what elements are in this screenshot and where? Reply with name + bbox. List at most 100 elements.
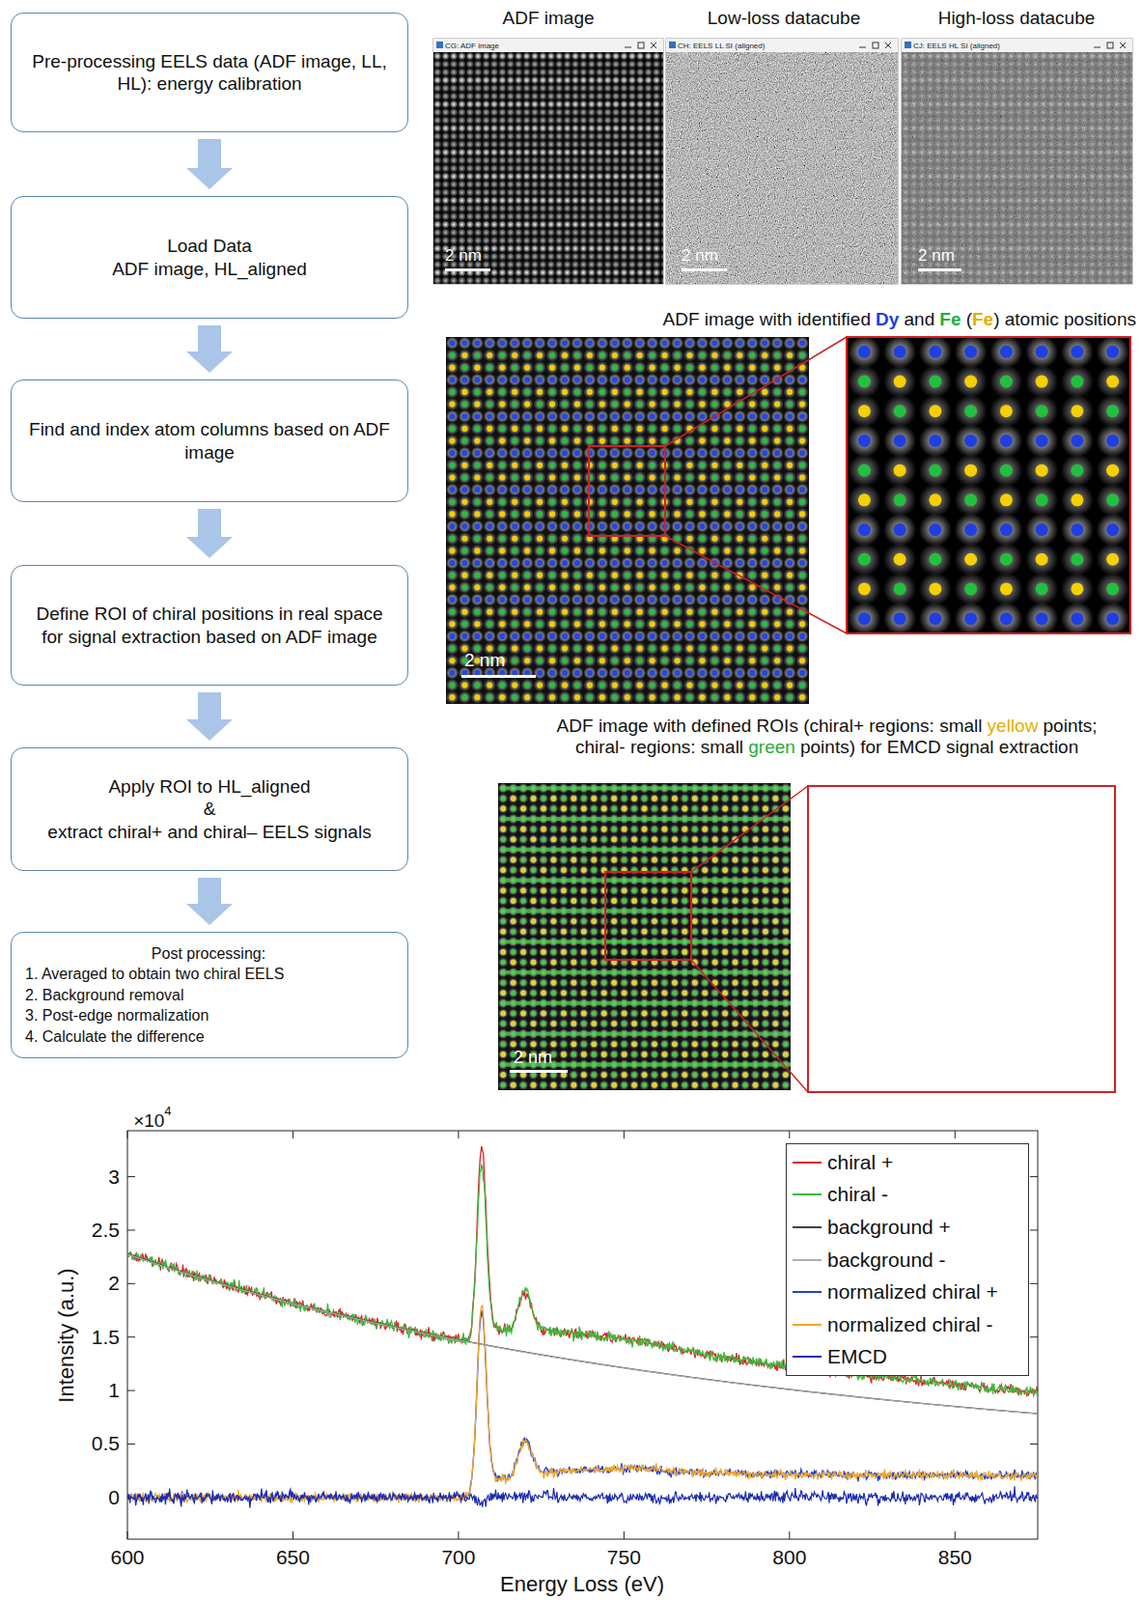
atom-column [673, 132, 683, 141]
atom-column [835, 212, 845, 222]
atom-column [804, 139, 813, 149]
atom-column [885, 52, 894, 60]
atom-column [538, 180, 548, 190]
atom-column [587, 147, 597, 157]
atom-column [441, 156, 450, 166]
window-frame [901, 38, 1133, 284]
atom-column [892, 204, 898, 214]
atom-column [514, 139, 524, 149]
atom-column [811, 52, 821, 60]
atom-column [730, 100, 740, 110]
atom-column [466, 236, 475, 246]
atom-column [795, 227, 805, 237]
atom-column [804, 251, 813, 261]
atom-column [771, 132, 780, 141]
atom-column [603, 276, 613, 284]
atom-column [603, 83, 613, 93]
atom-column [530, 147, 540, 157]
atom-column [628, 132, 638, 141]
atom-column [876, 67, 886, 77]
atom-column [538, 236, 548, 246]
atom-column [828, 188, 837, 197]
atom-column [514, 212, 524, 222]
atom-column [739, 180, 749, 190]
atom-column [555, 156, 564, 166]
atom-column [885, 171, 894, 181]
atom-column [868, 76, 878, 85]
atom-column [628, 76, 638, 85]
atom-column [490, 260, 500, 270]
atom-column [457, 164, 467, 173]
atom-column [530, 164, 540, 173]
atom-column [714, 156, 724, 166]
atom-column [498, 147, 507, 157]
atom-column [466, 180, 475, 190]
atom-column [698, 236, 708, 246]
atom-column [706, 188, 716, 197]
atom-column [723, 59, 732, 69]
atom-column [673, 100, 683, 110]
atom-column [779, 156, 789, 166]
atom-column [763, 132, 773, 141]
atom-column [612, 164, 621, 173]
atom-column [506, 204, 516, 214]
atom-column [473, 212, 483, 222]
atom-column [481, 132, 491, 141]
atom-column [660, 115, 664, 125]
atom-column [595, 220, 605, 229]
atom-column [811, 171, 821, 181]
atom-column [723, 132, 732, 141]
atom-column [747, 108, 756, 117]
atom-column [795, 171, 805, 181]
atom-column [666, 171, 675, 181]
atom-column [804, 52, 813, 60]
atom-column [835, 156, 845, 166]
atom-column [763, 147, 773, 157]
atom-column [619, 91, 629, 101]
atom-column [690, 76, 699, 85]
atom-column [466, 276, 475, 284]
atom-column [739, 212, 749, 222]
atom-column [754, 91, 764, 101]
atom-column [612, 67, 621, 77]
atom-column [619, 76, 629, 85]
atom-column [522, 236, 531, 246]
atom-column [587, 276, 597, 284]
atom-column [747, 171, 756, 181]
atom-column [441, 67, 450, 77]
atom-column [562, 67, 572, 77]
atom-column [787, 227, 797, 237]
atom-column [506, 276, 516, 284]
atom-column [660, 236, 664, 246]
atom-column [771, 91, 780, 101]
atom-column [571, 251, 581, 261]
atom-column [514, 76, 524, 85]
atom-column [579, 188, 588, 197]
atom-column [490, 188, 500, 197]
atom-column [835, 204, 845, 214]
atom-column [868, 52, 878, 60]
atom-column [571, 171, 581, 181]
atom-column [612, 204, 621, 214]
atom-column [682, 124, 692, 134]
atom-column [514, 244, 524, 253]
atom-column [466, 204, 475, 214]
atom-column [522, 147, 531, 157]
atom-column [587, 220, 597, 229]
atom-column [682, 227, 692, 237]
atom-column [619, 236, 629, 246]
atom-column [698, 164, 708, 173]
atom-column [530, 195, 540, 205]
atom-column [706, 76, 716, 85]
atom-column [787, 220, 797, 229]
atom-column [682, 100, 692, 110]
atom-column [506, 59, 516, 69]
atom-column [587, 251, 597, 261]
atom-column [763, 180, 773, 190]
atom-column [754, 52, 764, 60]
atom-column [449, 108, 459, 117]
atom-column [876, 195, 886, 205]
atom-column [457, 115, 467, 125]
atom-column [660, 204, 664, 214]
atom-column [514, 188, 524, 197]
